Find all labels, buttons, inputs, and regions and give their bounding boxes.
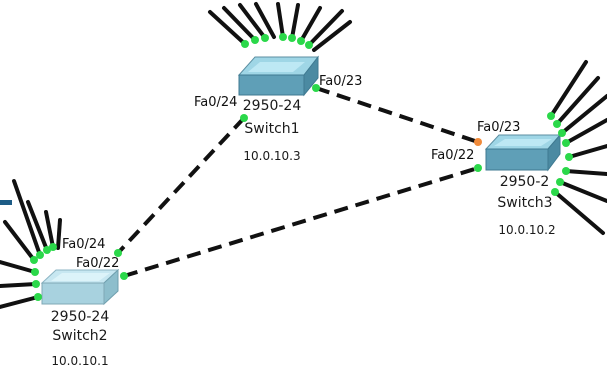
switch3-port-fa022-label: Fa0/22 xyxy=(431,148,475,163)
switch2-port-fa022-label: Fa0/22 xyxy=(76,256,120,271)
blue-edge-marker xyxy=(0,200,12,205)
switch1-model-label: 2950-24 xyxy=(242,98,302,114)
switch2-port-lights xyxy=(30,243,128,301)
switch1-device[interactable] xyxy=(237,55,320,97)
switch1-port-fa024-label: Fa0/24 xyxy=(194,95,238,110)
link-switch2-switch3 xyxy=(123,166,479,278)
switch2-device[interactable] xyxy=(40,268,120,306)
switch3-port-fa023-label: Fa0/23 xyxy=(477,120,521,135)
switch3-device[interactable] xyxy=(484,133,562,172)
switch3-port-lights xyxy=(474,112,573,196)
switch2-cable-fan xyxy=(0,179,62,309)
switch3-model-label: 2950-2 xyxy=(499,174,550,190)
switch1-name-label: Switch1 xyxy=(244,121,300,137)
switch3-fa023-amber-light xyxy=(474,138,482,146)
trunk-links xyxy=(116,86,479,278)
switch1-ip-label: 10.0.10.3 xyxy=(243,149,301,163)
link-switch1-switch3 xyxy=(315,86,479,144)
switch3-ip-label: 10.0.10.2 xyxy=(498,223,556,237)
switch2-ip-label: 10.0.10.1 xyxy=(51,354,109,368)
switch1-port-fa023-label: Fa0/23 xyxy=(319,74,363,89)
switch2-name-label: Switch2 xyxy=(52,328,108,344)
switch3-name-label: Switch3 xyxy=(497,195,553,211)
switch2-port-fa024-label: Fa0/24 xyxy=(62,237,106,252)
switch2-model-label: 2950-24 xyxy=(50,309,110,325)
switch1-cable-fan xyxy=(208,2,352,52)
switch3-cable-fan xyxy=(549,60,607,235)
link-switch1-switch2 xyxy=(116,116,246,255)
switch1-port-lights xyxy=(240,33,320,122)
